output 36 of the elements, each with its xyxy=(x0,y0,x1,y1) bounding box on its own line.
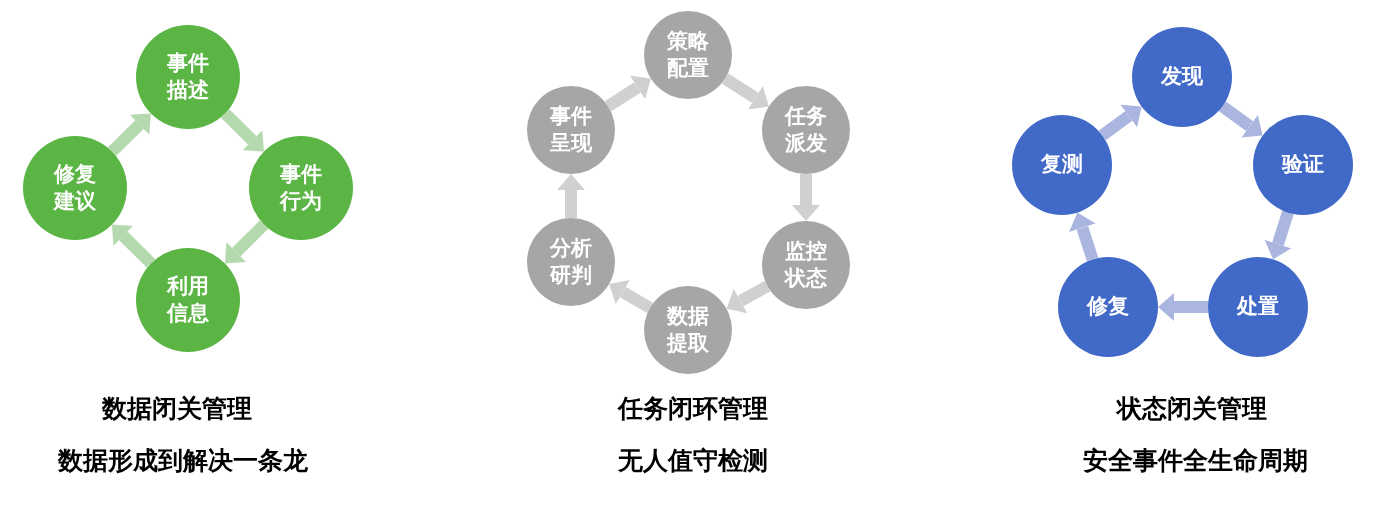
arrow xyxy=(1069,212,1099,262)
process-circle: 复测 xyxy=(1012,115,1112,215)
arrow xyxy=(111,224,156,268)
arrow xyxy=(1158,293,1208,321)
process-circle: 发现 xyxy=(1132,27,1232,127)
arrow xyxy=(557,174,585,218)
section-heading: 任务闭环管理 xyxy=(618,393,768,425)
section-subtitle: 数据形成到解决一条龙 xyxy=(58,445,308,477)
process-circle: 验证 xyxy=(1253,115,1353,215)
process-circle: 修复 xyxy=(1058,257,1158,357)
arrow xyxy=(220,109,264,152)
arrow xyxy=(604,75,651,112)
arrow xyxy=(224,220,269,264)
section-heading: 状态闭关管理 xyxy=(1117,393,1267,425)
process-circle: 数据提取 xyxy=(644,286,732,374)
section-heading: 数据闭关管理 xyxy=(102,393,252,425)
section-subtitle: 安全事件全生命周期 xyxy=(1082,445,1308,477)
arrow xyxy=(721,73,769,110)
arrow xyxy=(1218,101,1263,138)
section-subtitle: 无人值守检测 xyxy=(618,445,768,477)
arrow xyxy=(792,174,820,221)
process-circle: 事件行为 xyxy=(249,136,353,240)
process-circle: 利用信息 xyxy=(136,248,240,352)
process-circle: 处置 xyxy=(1208,257,1308,357)
arrow xyxy=(609,280,653,314)
arrow xyxy=(1098,104,1142,141)
process-circle: 事件呈现 xyxy=(527,86,615,174)
process-circle: 任务派发 xyxy=(762,86,850,174)
arrow xyxy=(107,113,151,156)
process-circle: 分析研判 xyxy=(527,218,615,306)
process-circle: 策略配置 xyxy=(644,11,732,99)
arrow xyxy=(1264,210,1294,260)
arrow xyxy=(726,280,771,314)
process-circle: 监控状态 xyxy=(762,221,850,309)
process-circle: 修复建议 xyxy=(23,136,127,240)
process-circle: 事件描述 xyxy=(136,25,240,129)
